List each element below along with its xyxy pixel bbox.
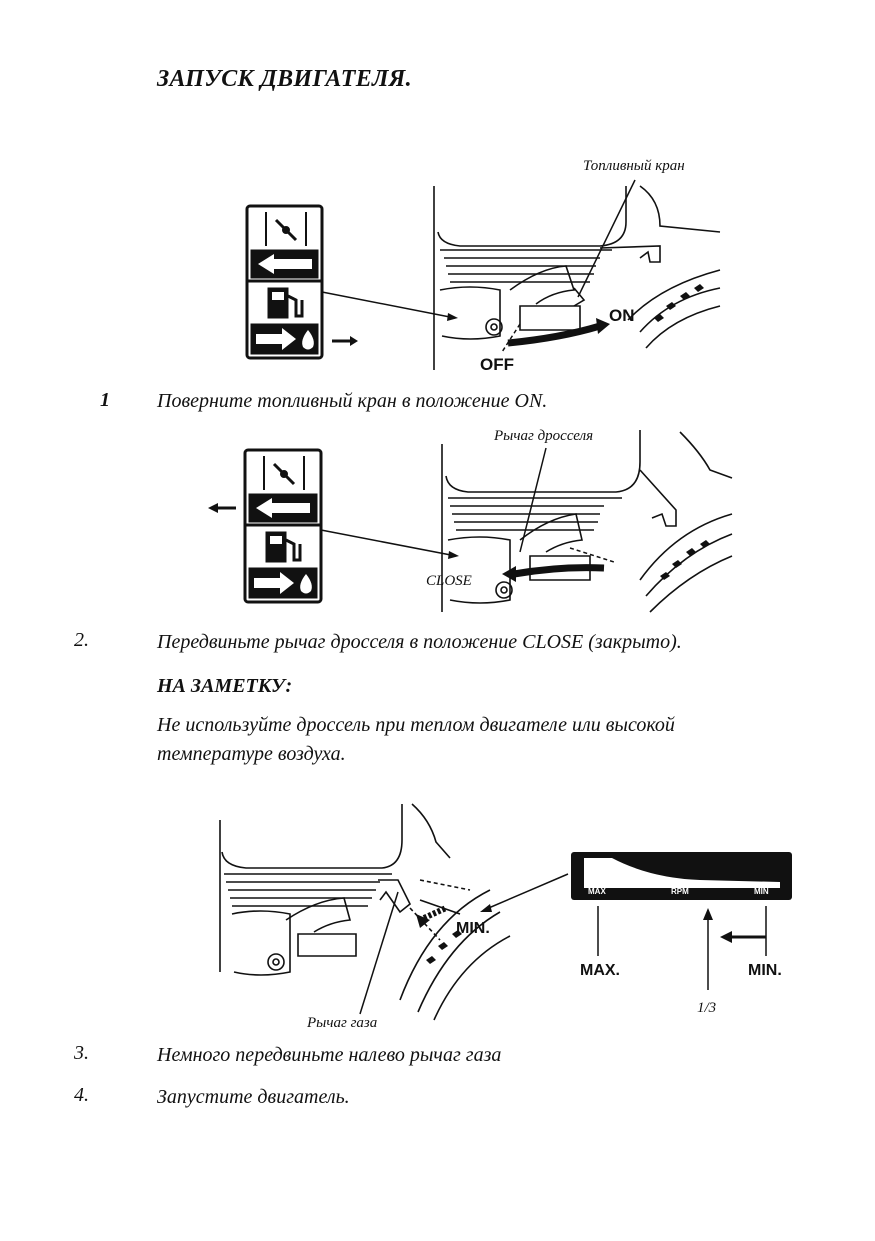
min-label: MIN. xyxy=(748,962,782,979)
off-label: OFF xyxy=(480,355,514,374)
throttle-lever-callout: Рычаг газа xyxy=(307,1015,378,1031)
gauge-min-label: MIN xyxy=(754,887,769,896)
gauge-max-label: MAX xyxy=(588,887,606,896)
note-heading: НА ЗАМЕТКУ: xyxy=(157,675,293,697)
choke-lever-callout: Рычаг дросселя xyxy=(494,428,594,444)
rpm-gauge xyxy=(571,852,792,900)
step-3-number: 3. xyxy=(74,1042,89,1064)
choke-fuel-pictogram-2 xyxy=(243,448,323,604)
note-line-1: Не используйте дроссель при теплом двига… xyxy=(157,714,675,736)
note-line-2: температуре воздуха. xyxy=(157,743,346,765)
step-2-text: Передвиньте рычаг дросселя в положение C… xyxy=(157,631,682,653)
step-4-number: 4. xyxy=(74,1084,89,1106)
step-4-text: Запустите двигатель. xyxy=(157,1086,350,1108)
close-label: CLOSE xyxy=(426,573,472,589)
choke-fuel-pictogram xyxy=(245,204,324,360)
on-label: ON xyxy=(609,306,635,325)
step-1-number: 1 xyxy=(100,389,110,411)
step-2-number: 2. xyxy=(74,629,89,651)
engine-min-label: MIN. xyxy=(456,920,490,937)
one-third-label: 1/3 xyxy=(697,1000,717,1016)
step-1-text: Поверните топливный кран в положение ON. xyxy=(157,390,548,412)
fuel-valve-callout: Топливный кран xyxy=(583,158,685,174)
step-3-text: Немного передвиньте налево рычаг газа xyxy=(157,1044,502,1066)
gauge-rpm-label: RPM xyxy=(671,887,689,896)
max-label: MAX. xyxy=(580,962,620,979)
page-title: ЗАПУСК ДВИГАТЕЛЯ. xyxy=(157,66,412,92)
